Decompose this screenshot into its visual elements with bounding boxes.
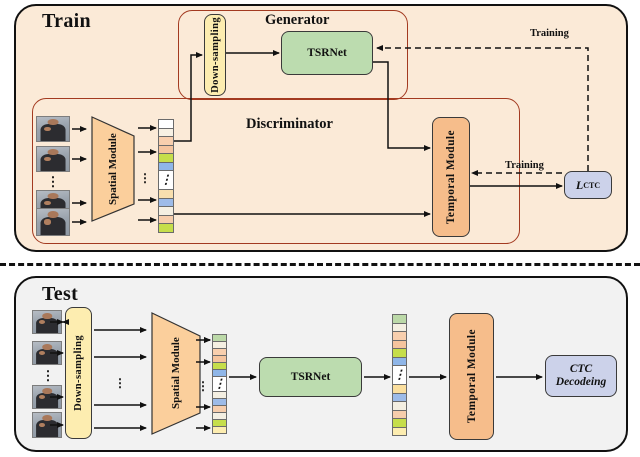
ctc-loss-label: L	[575, 177, 584, 192]
train-feature-strip	[158, 119, 174, 233]
train-input-frame-4	[36, 208, 70, 236]
test-downsampling-module[interactable]: Down-sampling	[65, 307, 92, 439]
ctc-decoding-box[interactable]: CTC Decodeing	[545, 355, 617, 397]
ctc-loss-subscript: CTC	[583, 180, 601, 190]
test-spatial-module[interactable]: Spatial Module	[148, 310, 204, 437]
signer-head	[42, 343, 52, 350]
signer-hand	[44, 156, 52, 162]
train-spatial-module[interactable]: Spatial Module	[88, 114, 138, 224]
test-tsrnet-label: TSRNet	[290, 371, 331, 383]
discriminator-title: Discriminator	[246, 116, 333, 132]
train-test-separator	[0, 263, 640, 266]
train-panel-title: Train	[42, 10, 91, 32]
signer-hand	[39, 350, 46, 356]
signer-hand	[39, 422, 46, 428]
generator-title: Generator	[265, 12, 330, 28]
signer-hand	[39, 394, 46, 400]
ctc-decoding-label-line2: Decodeing	[555, 376, 607, 388]
train-downsampling-module[interactable]: Down-sampling	[204, 14, 226, 96]
signer-hand	[44, 126, 52, 132]
ctc-decoding-label-line1: CTC	[569, 362, 593, 375]
signer-head	[47, 119, 59, 126]
signer-hand	[44, 219, 52, 225]
test-tsrnet-module[interactable]: TSRNet	[259, 357, 362, 397]
signer-head	[47, 193, 59, 200]
test-feature-strip-after-tsrnet	[392, 314, 407, 436]
train-spatial-module-label: Spatial Module	[107, 133, 119, 205]
test-frames-ellipsis: ⋮	[41, 368, 55, 383]
training-signal-label-mid: Training	[505, 160, 544, 171]
signer-head	[42, 415, 52, 422]
test-panel-title: Test	[42, 283, 79, 305]
train-input-frame-1	[36, 116, 70, 142]
signer-head	[47, 211, 59, 219]
signer-head	[42, 387, 52, 394]
train-temporal-module[interactable]: Temporal Module	[432, 117, 470, 237]
test-spatial-module-label: Spatial Module	[170, 337, 182, 410]
train-temporal-module-label: Temporal Module	[445, 129, 457, 225]
test-feature-strip-after-spatial	[212, 334, 227, 434]
train-downsampling-label: Down-sampling	[209, 17, 221, 93]
test-downsampling-label: Down-sampling	[73, 335, 84, 411]
train-tsrnet-module[interactable]: TSRNet	[281, 31, 373, 75]
signer-hand	[44, 200, 52, 206]
test-temporal-module[interactable]: Temporal Module	[449, 313, 494, 440]
signer-hand	[39, 319, 46, 325]
test-temporal-module-label: Temporal Module	[465, 329, 478, 424]
training-signal-label-top: Training	[530, 28, 569, 39]
discriminator-container	[32, 98, 520, 244]
train-tsrnet-label: TSRNet	[307, 47, 347, 59]
signer-head	[47, 149, 59, 156]
train-input-frame-2	[36, 146, 70, 172]
signer-head	[42, 312, 52, 319]
test-input-frame-2	[32, 341, 62, 365]
test-input-frame-3	[32, 385, 62, 409]
test-input-frame-1	[32, 310, 62, 334]
train-frames-ellipsis: ⋮	[46, 174, 60, 189]
test-input-frame-4	[32, 412, 62, 438]
